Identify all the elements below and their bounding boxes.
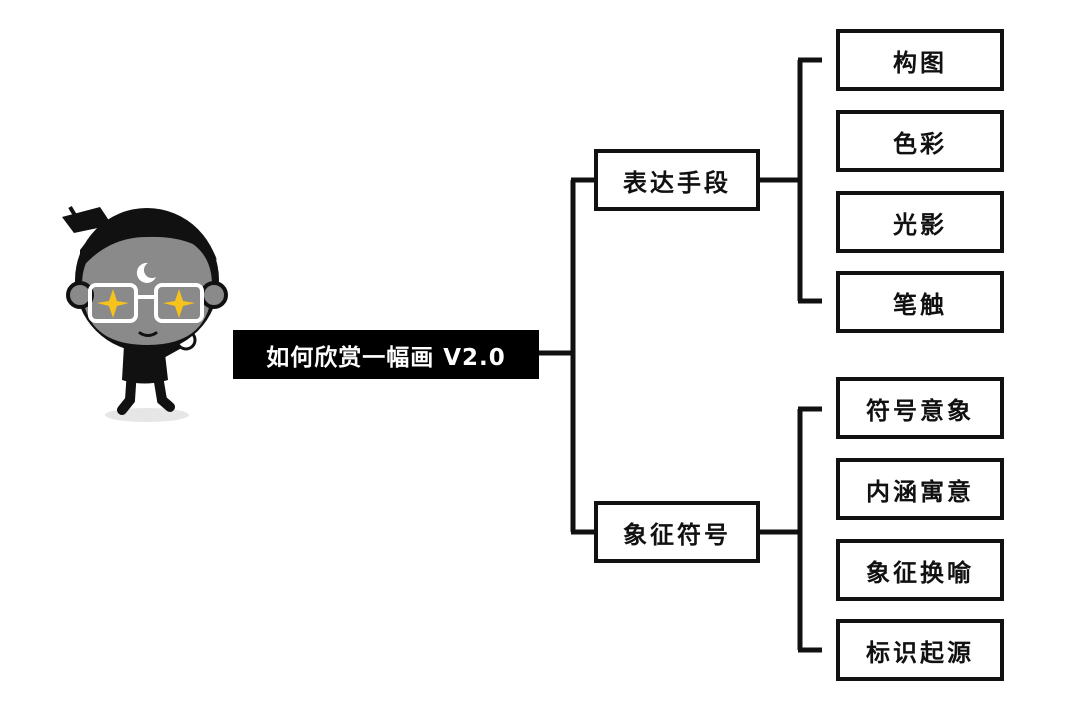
leaf-node: 内涵寓意 <box>836 458 1004 520</box>
leaf-node: 色彩 <box>836 110 1004 172</box>
leaf-node: 标识起源 <box>836 619 1004 681</box>
branch-node-2: 象征符号 <box>594 501 760 563</box>
leaf-label: 构图 <box>893 48 947 77</box>
mascot-illustration <box>62 205 228 422</box>
leaf-label: 光影 <box>893 210 947 239</box>
branch-node-1: 表达手段 <box>594 149 760 211</box>
branch-label-1: 表达手段 <box>623 168 731 197</box>
leaf-label: 色彩 <box>893 129 947 158</box>
leaf-label: 标识起源 <box>866 638 974 667</box>
leaf-label: 内涵寓意 <box>866 477 974 506</box>
root-node: 如何欣赏一幅画 V2.0 <box>233 330 539 379</box>
leaf-node: 光影 <box>836 191 1004 253</box>
branch-label-2: 象征符号 <box>623 520 731 549</box>
leaf-label: 符号意象 <box>866 396 974 425</box>
root-label: 如何欣赏一幅画 V2.0 <box>266 344 506 371</box>
leaf-node: 笔触 <box>836 271 1004 333</box>
leaf-label: 笔触 <box>893 290 947 319</box>
leaf-node: 象征换喻 <box>836 539 1004 601</box>
leaf-node: 符号意象 <box>836 377 1004 439</box>
leaf-node: 构图 <box>836 29 1004 91</box>
leaf-label: 象征换喻 <box>866 558 974 587</box>
